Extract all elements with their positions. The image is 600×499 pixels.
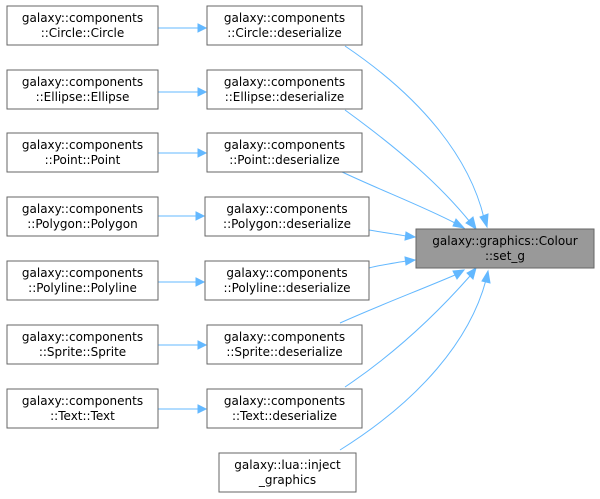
node-line2: ::Ellipse::deserialize	[225, 90, 345, 104]
node-text-constructor[interactable]: galaxy::components ::Text::Text	[6, 388, 159, 429]
node-line1: galaxy::components	[22, 11, 143, 25]
node-line2: ::Polygon::Polygon	[27, 217, 137, 231]
node-line2: ::Point::deserialize	[229, 153, 340, 167]
node-line1: galaxy::components	[226, 266, 347, 280]
node-line1: galaxy::lua::inject	[234, 458, 341, 472]
node-line2: ::Sprite::Sprite	[39, 345, 126, 359]
node-line2: ::Text::deserialize	[232, 409, 337, 423]
node-point-constructor[interactable]: galaxy::components ::Point::Point	[6, 132, 159, 173]
edge-ellipse-to-target	[344, 109, 477, 231]
node-line2: ::Ellipse::Ellipse	[36, 90, 130, 104]
node-point-deserialize[interactable]: galaxy::components ::Point::deserialize	[206, 132, 363, 173]
node-line1: galaxy::components	[22, 266, 143, 280]
node-line1: galaxy::components	[22, 394, 143, 408]
node-colour-set-g[interactable]: galaxy::graphics::Colour ::set_g	[415, 228, 595, 269]
node-line1: galaxy::components	[22, 202, 143, 216]
node-lua-inject-graphics[interactable]: galaxy::lua::inject _graphics	[218, 452, 357, 493]
edge-point	[158, 148, 208, 158]
edge-lua-to-target	[339, 269, 491, 451]
edge-text	[158, 404, 208, 414]
node-circle-constructor[interactable]: galaxy::components ::Circle::Circle	[6, 5, 159, 46]
node-line2: ::Polygon::deserialize	[223, 217, 351, 231]
node-line1: galaxy::graphics::Colour	[432, 234, 577, 248]
edge-circle-to-target	[344, 45, 489, 229]
node-line1: galaxy::components	[22, 75, 143, 89]
edge-circle	[158, 23, 208, 33]
node-polygon-constructor[interactable]: galaxy::components ::Polygon::Polygon	[6, 196, 159, 237]
node-line1: galaxy::components	[224, 330, 345, 344]
node-line2: ::Sprite::deserialize	[226, 345, 342, 359]
node-line2: ::Text::Text	[50, 409, 115, 423]
node-line2: ::Circle::deserialize	[227, 26, 341, 40]
node-ellipse-deserialize[interactable]: galaxy::components ::Ellipse::deserializ…	[206, 69, 363, 110]
node-sprite-deserialize[interactable]: galaxy::components ::Sprite::deserialize	[206, 324, 363, 365]
node-polyline-deserialize[interactable]: galaxy::components ::Polyline::deseriali…	[204, 260, 370, 301]
node-text-deserialize[interactable]: galaxy::components ::Text::deserialize	[206, 388, 363, 429]
node-line1: galaxy::components	[22, 138, 143, 152]
edge-polyline-to-target	[368, 256, 417, 269]
edge-text-to-target	[344, 266, 477, 388]
edge-ellipse	[158, 87, 208, 97]
edge-point-to-target	[339, 170, 466, 229]
node-polyline-constructor[interactable]: galaxy::components ::Polyline::Polyline	[6, 260, 159, 301]
node-ellipse-constructor[interactable]: galaxy::components ::Ellipse::Ellipse	[6, 69, 159, 110]
node-polygon-deserialize[interactable]: galaxy::components ::Polygon::deserializ…	[204, 196, 370, 237]
node-line1: galaxy::components	[224, 138, 345, 152]
node-sprite-constructor[interactable]: galaxy::components ::Sprite::Sprite	[6, 324, 159, 365]
node-line1: galaxy::components	[224, 394, 345, 408]
node-line2: ::Polyline::deserialize	[223, 281, 350, 295]
node-line1: galaxy::components	[22, 330, 143, 344]
edge-polygon	[158, 211, 206, 221]
edge-sprite	[158, 340, 208, 350]
node-line2: ::Point::Point	[45, 153, 121, 167]
node-circle-deserialize[interactable]: galaxy::components ::Circle::deserialize	[206, 5, 363, 46]
edge-polygon-to-target	[368, 229, 417, 241]
node-line2: ::Circle::Circle	[41, 26, 125, 40]
node-line1: galaxy::components	[224, 75, 345, 89]
node-line2: _graphics	[258, 473, 316, 487]
edge-sprite-to-target	[339, 269, 466, 324]
edge-polyline	[158, 277, 206, 287]
node-line2: ::Polyline::Polyline	[28, 281, 137, 295]
node-line1: galaxy::components	[226, 202, 347, 216]
node-line2: ::set_g	[485, 249, 525, 263]
node-line1: galaxy::components	[224, 11, 345, 25]
